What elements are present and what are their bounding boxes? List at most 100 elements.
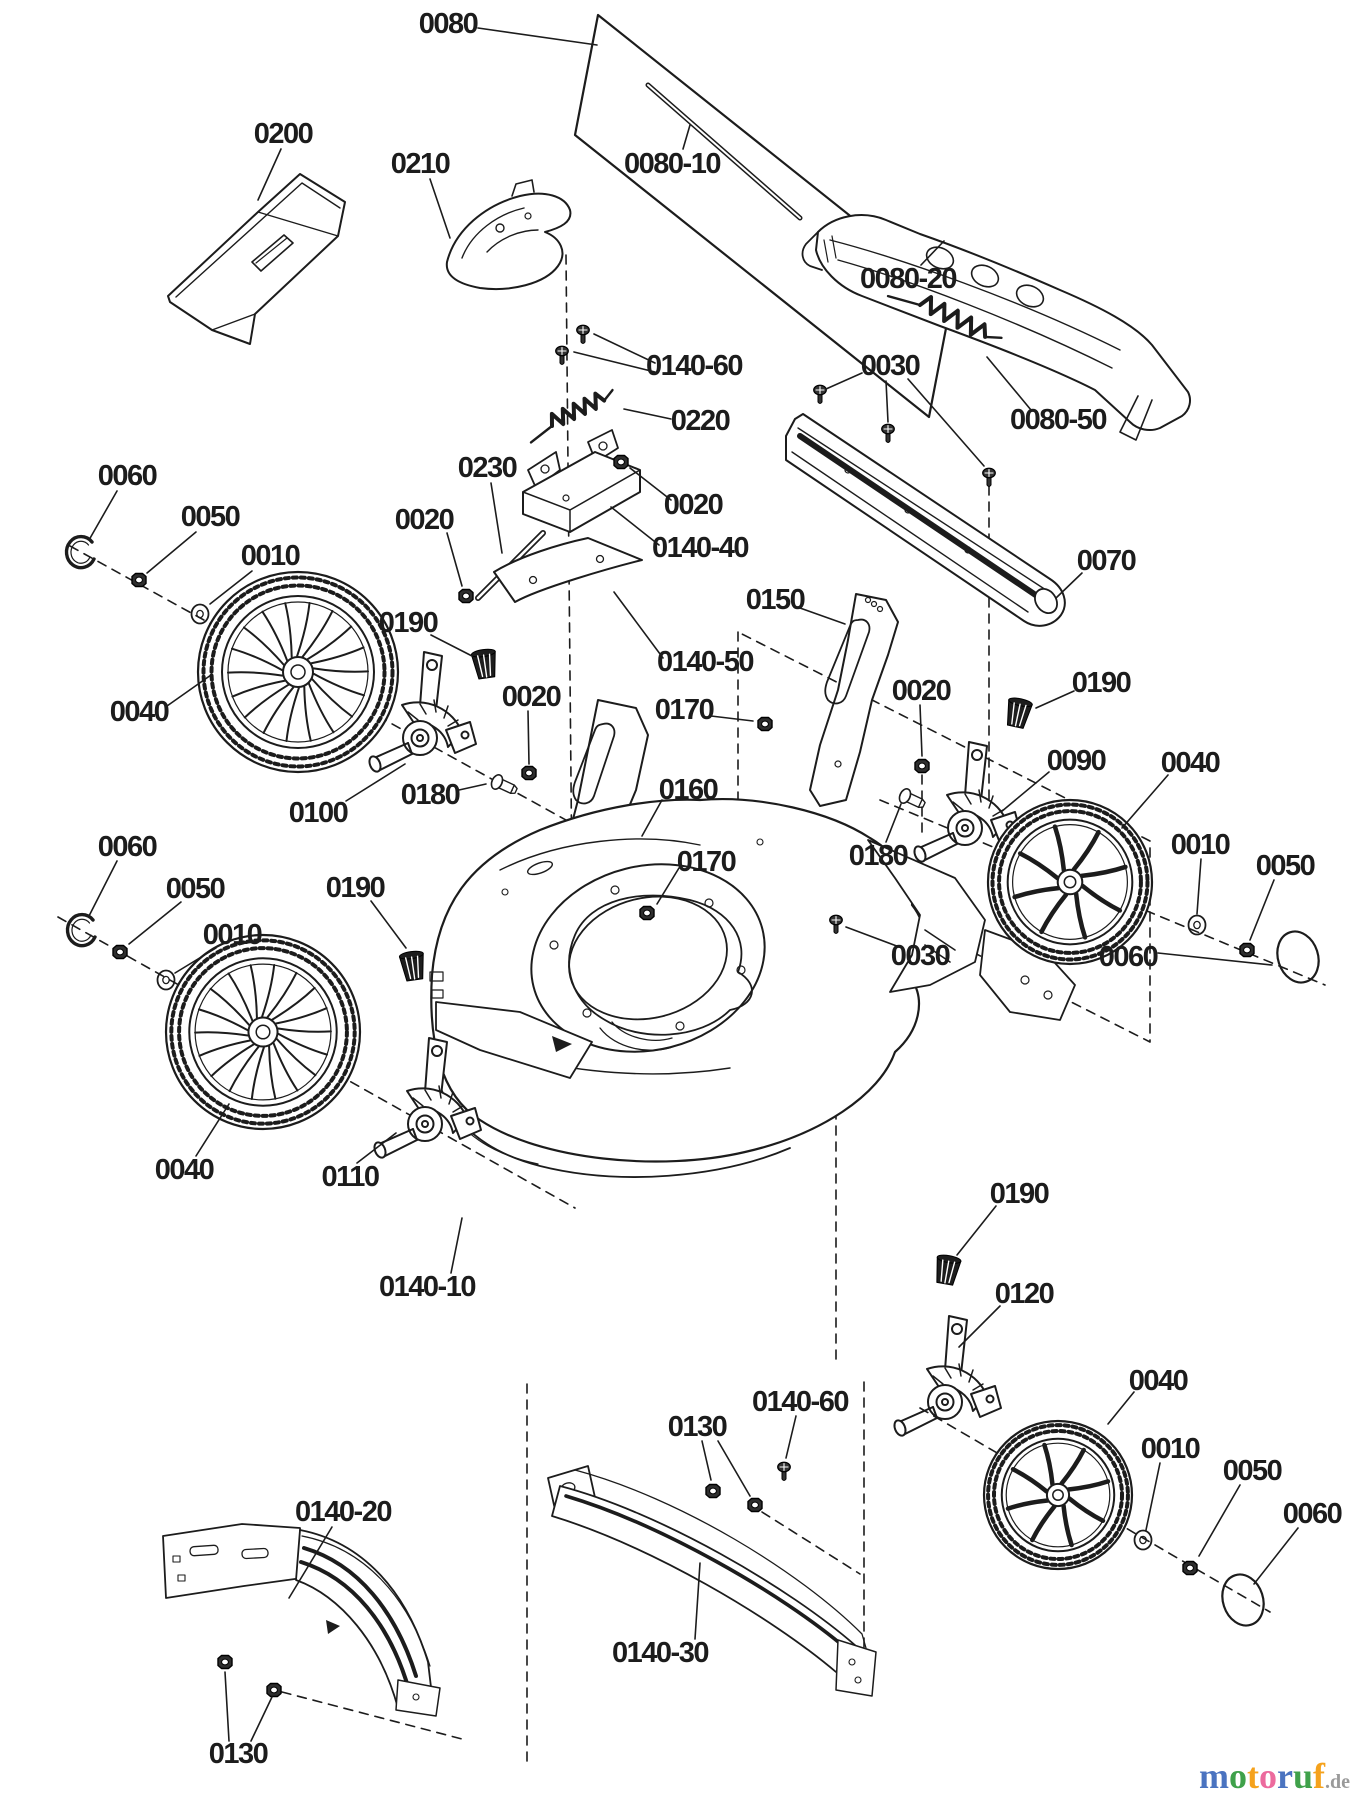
leader-line — [251, 1697, 272, 1741]
part-label-0020: 0020 — [664, 489, 723, 521]
part-label-0050: 0050 — [1223, 1455, 1282, 1487]
leader-line — [528, 711, 529, 764]
part-label-0040: 0040 — [1161, 747, 1220, 779]
part-label-0060: 0060 — [98, 831, 157, 863]
part-label-0130: 0130 — [668, 1411, 727, 1443]
leader-line — [430, 179, 450, 238]
leader-line — [987, 357, 1031, 410]
leader-line — [346, 764, 405, 801]
logo-letter: o — [1228, 1756, 1247, 1796]
leader-line — [371, 901, 406, 948]
part-label-0120: 0120 — [995, 1278, 1054, 1310]
wheels-layer — [166, 572, 1152, 1569]
leader-line — [957, 1206, 996, 1255]
part-label-0050: 0050 — [181, 501, 240, 533]
leader-line — [657, 868, 679, 904]
part-0040-wheel — [988, 800, 1152, 964]
part-0200-cover — [168, 174, 345, 344]
part-label-0060: 0060 — [1099, 941, 1158, 973]
part-label-0190: 0190 — [1072, 667, 1131, 699]
leader-line — [683, 125, 690, 149]
leader-line — [786, 1416, 796, 1458]
part-label-0080-50: 0080-50 — [1010, 404, 1106, 436]
leader-line — [478, 28, 597, 45]
leader-line — [642, 800, 662, 836]
part-label-0210: 0210 — [391, 148, 450, 180]
part-0120-adjuster — [891, 1315, 1002, 1439]
motoruf-logo-letters: motoruf — [1199, 1756, 1325, 1796]
leader-line — [1036, 691, 1074, 708]
leader-line — [594, 334, 655, 363]
part-0080-20-bar — [803, 215, 1190, 440]
leader-line — [89, 861, 117, 916]
part-label-0040: 0040 — [110, 696, 169, 728]
leader-line — [1197, 859, 1201, 914]
part-label-0140-60: 0140-60 — [646, 350, 742, 382]
leader-line — [1108, 1392, 1134, 1424]
part-label-0080-20: 0080-20 — [860, 263, 956, 295]
leader-line — [459, 784, 486, 790]
leader-line — [129, 902, 181, 944]
leader-line — [711, 716, 753, 721]
leader-line — [1056, 573, 1082, 598]
leader-line — [574, 352, 655, 372]
part-label-0080: 0080 — [419, 8, 478, 40]
leader-line — [175, 948, 216, 973]
part-0040-wheel — [166, 935, 360, 1129]
part-label-0010: 0010 — [241, 540, 300, 572]
part-0040-wheel — [198, 572, 398, 772]
part-label-0220: 0220 — [671, 405, 730, 437]
part-label-0180: 0180 — [849, 840, 908, 872]
part-label-0090: 0090 — [1047, 745, 1106, 777]
leader-line — [800, 608, 845, 624]
leader-line — [826, 373, 862, 389]
leader-line — [908, 379, 984, 466]
leader-line — [447, 533, 462, 586]
part-label-0060: 0060 — [98, 460, 157, 492]
leader-line — [210, 571, 252, 604]
part-label-0200: 0200 — [254, 118, 313, 150]
leader-line — [431, 635, 472, 656]
leader-line — [289, 1527, 332, 1598]
part-label-0140-10: 0140-10 — [379, 1271, 475, 1303]
leader-line — [196, 1104, 229, 1156]
part-labels-layer: 0080 0200 0210 0080-10 0080-20 0030 0140-60 022… — [89, 8, 1343, 1770]
leader-line — [614, 592, 663, 658]
leader-line — [921, 241, 944, 265]
part-label-0140-20: 0140-20 — [295, 1496, 391, 1528]
part-label-0230: 0230 — [458, 452, 517, 484]
part-label-0100: 0100 — [289, 797, 348, 829]
leader-line — [1122, 775, 1168, 828]
part-0070-bar — [786, 414, 1065, 626]
leader-line — [886, 381, 888, 422]
part-0140-20-guard — [163, 1524, 440, 1716]
part-label-0140-30: 0140-30 — [612, 1637, 708, 1669]
leader-line — [702, 1441, 711, 1480]
part-label-0030: 0030 — [891, 940, 950, 972]
part-label-0010: 0010 — [203, 919, 262, 951]
leader-line — [1001, 772, 1049, 812]
leader-line — [167, 675, 211, 706]
leader-line — [491, 483, 502, 553]
part-0210-bracket — [447, 180, 571, 289]
leader-line — [357, 1133, 396, 1163]
part-label-0040: 0040 — [1129, 1365, 1188, 1397]
part-label-0170: 0170 — [677, 846, 736, 878]
logo-letter: f — [1313, 1756, 1325, 1796]
part-label-0020: 0020 — [502, 681, 561, 713]
logo-letter: r — [1276, 1756, 1293, 1796]
logo-letter: m — [1198, 1756, 1229, 1796]
leader-line — [886, 804, 901, 842]
part-0040-wheel — [984, 1421, 1132, 1569]
part-label-0190: 0190 — [990, 1178, 1049, 1210]
part-0140-40-bracket — [523, 430, 640, 532]
part-0140-10-deck — [430, 799, 1075, 1177]
part-label-0010: 0010 — [1141, 1433, 1200, 1465]
part-0140-30-guard — [548, 1466, 876, 1696]
leader-line — [1250, 880, 1274, 940]
logo-letter: u — [1292, 1756, 1313, 1796]
part-label-0030: 0030 — [861, 350, 920, 382]
part-label-0080-10: 0080-10 — [624, 148, 720, 180]
logo-letter: o — [1258, 1756, 1277, 1796]
part-label-0190: 0190 — [326, 872, 385, 904]
